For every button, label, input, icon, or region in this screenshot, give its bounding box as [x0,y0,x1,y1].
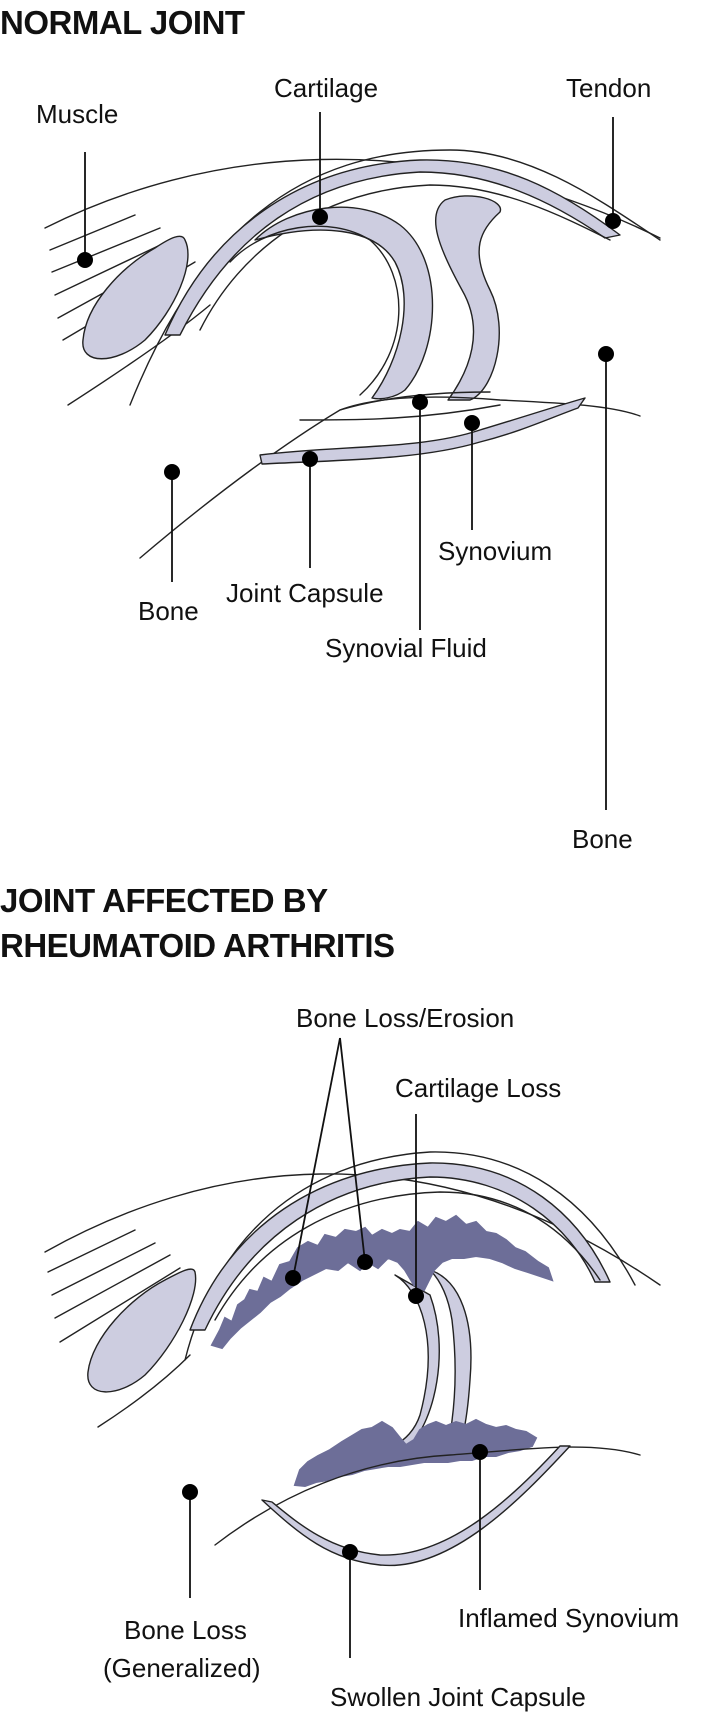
label-bone-lower: Bone [138,596,199,626]
joint-capsule-marker [302,451,318,467]
label-inflamed-synovium: Inflamed Synovium [458,1603,679,1633]
label-synovium: Synovium [438,536,552,566]
normal-joint-illustration [44,149,661,559]
ra-heading-line2: RHEUMATOID ARTHRITIS [0,927,395,964]
ra-joint-heading: JOINT AFFECTED BY RHEUMATOID ARTHRITIS [0,878,395,968]
bone-lower-marker [164,464,180,480]
tendon-band [164,159,621,336]
label-cartilage-loss: Cartilage Loss [395,1073,561,1103]
inflamed-synovium-lower [293,1418,538,1488]
bone-loss-marker [182,1484,198,1500]
normal-joint-heading: NORMAL JOINT [0,4,245,41]
cartilage-loss-marker [408,1288,424,1304]
synovium-marker [464,415,480,431]
ra-heading-line1: JOINT AFFECTED BY [0,882,328,919]
inflamed-synovium-marker [472,1444,488,1460]
cartilage-cap [254,206,434,400]
cartilage-marker [312,209,328,225]
label-bone-right: Bone [572,824,633,854]
synovium-crescent [435,195,501,401]
ra-joint-illustration [44,1151,661,1567]
label-synovial-fluid: Synovial Fluid [325,633,487,663]
ra-muscle-belly [87,1268,197,1393]
normal-joint-leaders [77,112,621,810]
muscle-marker [77,252,93,268]
bone-erosion-marker-2 [357,1254,373,1270]
label-muscle: Muscle [36,99,118,129]
label-swollen-joint-capsule: Swollen Joint Capsule [330,1682,586,1712]
label-cartilage: Cartilage [274,73,378,103]
ra-capsule-top-band [189,1162,611,1331]
bone-right-marker [598,346,614,362]
label-bone-loss-erosion: Bone Loss/Erosion [296,1003,514,1033]
ra-joint-leaders [182,1037,488,1658]
label-tendon: Tendon [566,73,651,103]
ra-cartilage-band [394,1274,440,1446]
label-joint-capsule: Joint Capsule [226,578,384,608]
bone-erosion-marker-1 [285,1270,301,1286]
label-bone-loss-line2: (Generalized) [103,1653,261,1683]
synovial-fluid-marker [412,394,428,410]
muscle-belly [82,235,189,360]
swollen-capsule-marker [342,1544,358,1560]
label-bone-loss-line1: Bone Loss [124,1615,247,1645]
tendon-marker [605,213,621,229]
joint-capsule-band [259,397,586,465]
